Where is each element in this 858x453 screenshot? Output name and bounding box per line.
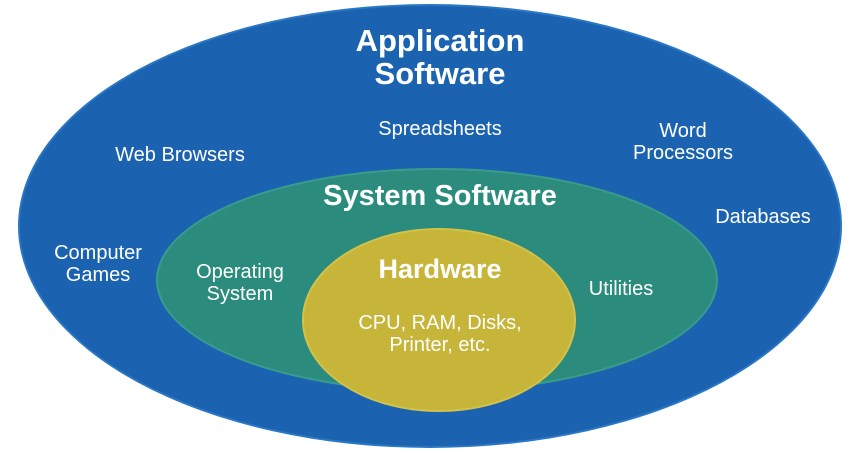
system-software-title: System Software	[323, 180, 557, 212]
utilities-label: Utilities	[588, 278, 654, 300]
spreadsheets-label: Spreadsheets	[378, 118, 502, 140]
application-software-title: Application Software	[355, 23, 525, 92]
hardware-description: CPU, RAM, Disks, Printer, etc.	[358, 312, 522, 357]
hardware-title: Hardware	[378, 254, 502, 284]
databases-label: Databases	[715, 206, 811, 228]
web-browsers-label: Web Browsers	[115, 144, 245, 166]
computer-games-label: Computer Games	[54, 242, 142, 287]
hardware-ellipse	[302, 228, 576, 412]
operating-system-label: Operating System	[196, 261, 284, 306]
word-processors-label: Word Processors	[632, 120, 734, 165]
